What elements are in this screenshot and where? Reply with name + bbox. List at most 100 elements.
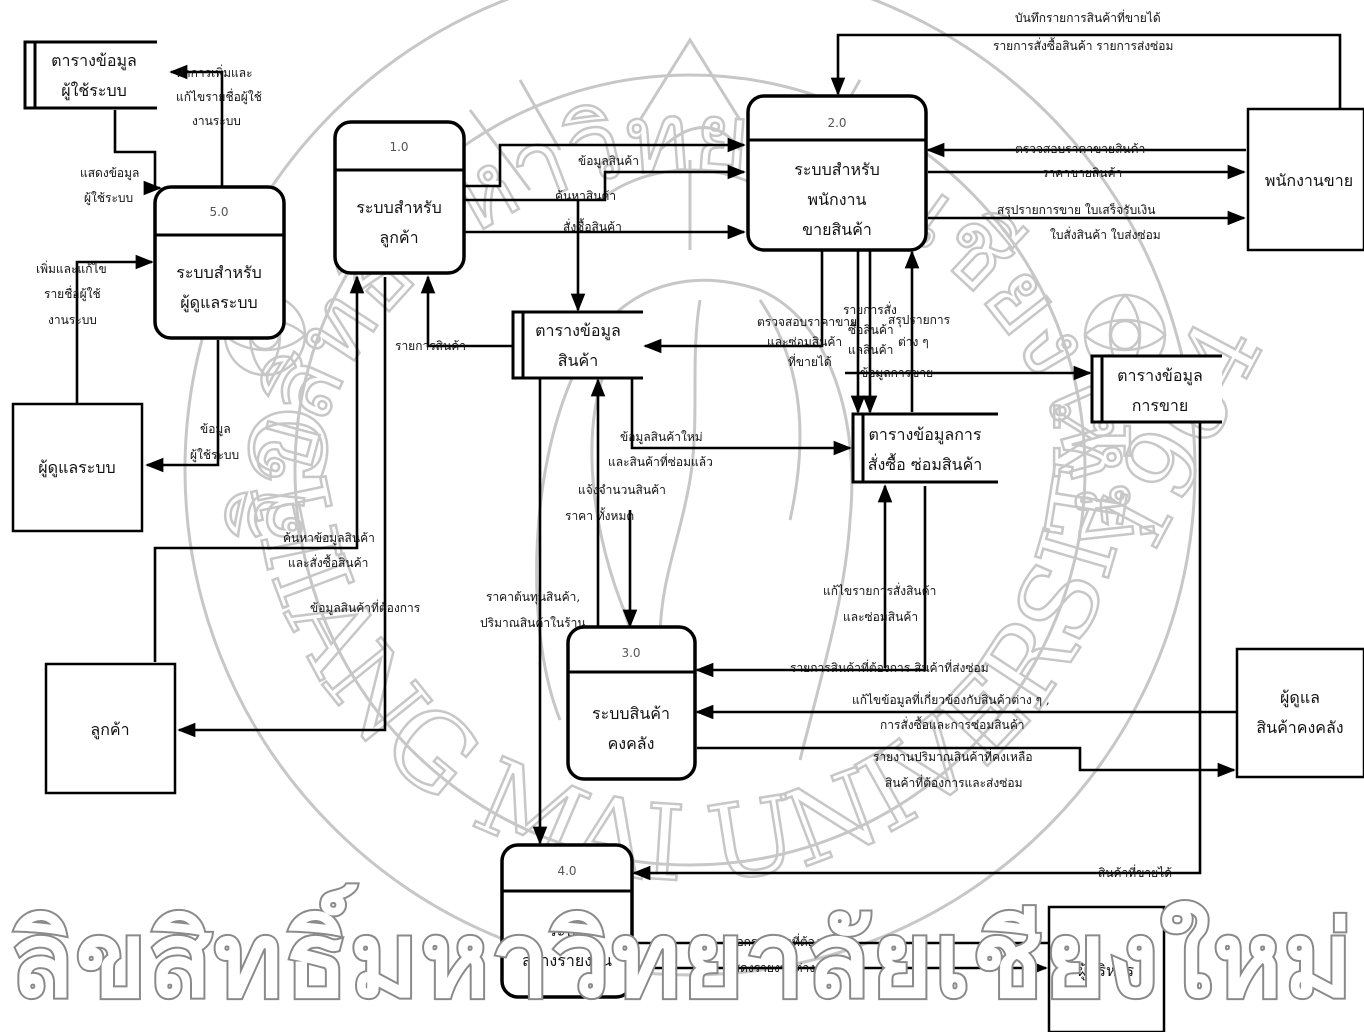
entity-stock-keeper-label-1: ผู้ดูแล bbox=[1280, 688, 1320, 708]
flow-label-select-report: เลือกรายงานที่ต้องการ bbox=[725, 933, 842, 949]
flow-label-admin-add-edit-3: งานระบบ bbox=[48, 313, 97, 327]
flow-label-user-data-out-1: ข้อมูล bbox=[200, 422, 231, 437]
entity-sales-staff-label: พนักงานขาย bbox=[1265, 171, 1353, 190]
entity-customer-label: ลูกค้า bbox=[90, 720, 129, 740]
flow-labels: ทำการเพิ่มและ แก้ไขรายชื่อผู้ใช้ งานระบบ… bbox=[36, 9, 1173, 975]
flow-label-check-price-repair-2: และซ่อมสินค้า bbox=[767, 335, 842, 349]
process-1-id: 1.0 bbox=[389, 140, 408, 154]
flow-label-edit-order-repair-1: แก้ไขรายการสั่งสินค้า bbox=[823, 582, 936, 598]
flow-customer-to-p1 bbox=[153, 275, 365, 662]
flow-label-admin-add-edit-2: รายชื่อผู้ใช้ bbox=[44, 285, 101, 302]
process-5-label-1: ระบบสำหรับ bbox=[176, 263, 262, 282]
flow-p1-search-product bbox=[464, 164, 746, 202]
process-3-label-2: คงคลัง bbox=[608, 734, 655, 753]
process-5-id: 5.0 bbox=[209, 205, 228, 219]
flow-label-report-remaining-2: สินค้าที่ต้องการและส่งซ่อม bbox=[885, 774, 1023, 790]
external-entities: ผู้ดูแลระบบ ลูกค้า พนักงานขาย ผู้ดูแล สิ… bbox=[11, 107, 1364, 1032]
flow-label-add-edit-users-2: แก้ไขรายชื่อผู้ใช้ bbox=[176, 88, 262, 105]
process-4-label-2: สร้างรายงาน bbox=[522, 951, 612, 970]
flow-label-add-edit-users-1: ทำการเพิ่มและ bbox=[176, 64, 253, 80]
flow-label-qty-price-all-2: ราคา ทั้งหมด bbox=[565, 507, 634, 523]
entity-customer: ลูกค้า bbox=[44, 662, 177, 795]
flow-label-sale-data: ข้อมูลการขาย bbox=[860, 366, 933, 381]
flow-label-summary-docs-1: สรุปรายการขาย ใบเสร็จรับเงิน bbox=[997, 202, 1155, 218]
processes: 1.0 ระบบสำหรับ ลูกค้า 2.0 ระบบสำหรับ พนั… bbox=[153, 94, 928, 999]
store-users-label-1: ตารางข้อมูล bbox=[51, 51, 137, 71]
flow-label-product-list: รายการสินค้า bbox=[395, 339, 466, 353]
flow-p5-to-admin-entity bbox=[145, 340, 220, 473]
flow-p1-to-customer bbox=[177, 277, 387, 738]
flow-label-record-sold-2: รายการสั่งซื้อสินค้า รายการส่งซ่อม bbox=[993, 37, 1173, 53]
entity-stock-keeper-label-2: สินค้าคงคลัง bbox=[1256, 718, 1343, 737]
flow-label-show-user-data-1: แสดงข้อมูล bbox=[80, 166, 139, 181]
flow-label-needed-sent-repair: รายการสินค้าที่ต้องการ สินค้าที่ส่งซ่อม bbox=[790, 659, 989, 675]
entity-admin: ผู้ดูแลระบบ bbox=[11, 402, 144, 533]
flow-label-cost-qty-2: ปริมาณสินค้าในร้าน bbox=[480, 616, 586, 630]
entity-executive: ผู้บริหาร bbox=[1047, 905, 1166, 1032]
flow-label-summary-various-1: สรุปรายการ bbox=[888, 313, 951, 328]
store-products: ตารางข้อมูล สินค้า bbox=[511, 310, 643, 380]
process-2-sales-staff-system: 2.0 ระบบสำหรับ พนักงาน ขายสินค้า bbox=[746, 94, 928, 252]
flow-label-order-items-2: ซื้อสินค้า bbox=[848, 321, 894, 337]
flow-label-record-sold-1: บันทึกรายการสินค้าที่ขายได้ bbox=[1015, 9, 1161, 25]
flow-p2-to-products-store bbox=[643, 250, 824, 354]
flow-label-show-user-data-2: ผู้ใช้ระบบ bbox=[84, 191, 133, 206]
flow-label-search-product: ค้นหาสินค้า bbox=[555, 189, 616, 203]
process-3-id: 3.0 bbox=[621, 646, 640, 660]
watermark-ring-inner bbox=[293, 73, 1087, 867]
store-orders-label-2: สั่งซื้อ ซ่อมสินค้า bbox=[868, 453, 983, 474]
flow-label-customer-search-order-1: ค้นหาข้อมูลสินค้า bbox=[283, 531, 375, 546]
store-users: ตารางข้อมูล ผู้ใช้ระบบ bbox=[23, 40, 157, 110]
flow-admin-to-users-store bbox=[169, 64, 224, 188]
store-sales: ตารางข้อมูล การขาย bbox=[1090, 354, 1222, 424]
flow-label-qty-price-all-1: แจ้งจำนวนสินค้า bbox=[578, 483, 666, 497]
flow-label-edit-related-1: แก้ไขข้อมูลที่เกี่ยวข้องกับสินค้าต่าง ๆ … bbox=[852, 691, 1050, 708]
process-4-report-system: 4.0 ระบบ สร้างรายงาน bbox=[500, 843, 634, 999]
flow-label-new-repaired-1: ข้อมูลสินค้าใหม่ bbox=[620, 430, 703, 445]
flow-products-store-to-orders bbox=[630, 378, 852, 456]
store-products-label-2: สินค้า bbox=[558, 351, 598, 370]
store-sales-label-2: การขาย bbox=[1132, 396, 1189, 415]
flow-p3-to-stock-keeper bbox=[697, 746, 1236, 778]
process-3-label-1: ระบบสินค้า bbox=[592, 704, 670, 723]
store-sales-label-1: ตารางข้อมูล bbox=[1117, 366, 1203, 386]
flow-label-check-price: ตรวจสอบราคาขายสินค้า bbox=[1015, 142, 1145, 156]
copyright-watermark-banner: ลิขสิทธิ์มหาวิทยาลัยเชียงใหม่ bbox=[8, 899, 1355, 1021]
store-users-label-2: ผู้ใช้ระบบ bbox=[61, 81, 127, 101]
flow-sales-to-p2-record bbox=[830, 33, 1342, 108]
process-1-label-2: ลูกค้า bbox=[379, 228, 418, 248]
flow-users-store-to-p5 bbox=[113, 110, 162, 196]
flow-label-order-product: สั่งซื้อสินค้า bbox=[563, 218, 622, 234]
entity-sales-staff: พนักงานขาย bbox=[1246, 107, 1364, 252]
flow-label-show-reports: แสดงรายงานต่าง ๆ bbox=[725, 961, 825, 975]
flow-label-summary-docs-2: ใบสั่งสินค้า ใบส่งซ่อม bbox=[1050, 226, 1161, 242]
watermark-ring-outer bbox=[183, 0, 1197, 977]
process-4-id: 4.0 bbox=[557, 864, 576, 878]
flow-label-customer-search-order-2: และสั่งซื้อสินค้า bbox=[288, 554, 368, 570]
flow-products-store-to-p1 bbox=[420, 275, 515, 348]
store-orders-label-1: ตารางข้อมูลการ bbox=[869, 425, 982, 445]
store-orders: ตารางข้อมูลการ สั่งซื้อ ซ่อมสินค้า bbox=[851, 412, 998, 484]
flow-label-new-repaired-2: และสินค้าที่ซ่อมแล้ว bbox=[608, 453, 713, 469]
process-1-label-1: ระบบสำหรับ bbox=[356, 198, 442, 217]
process-1-customer-system: 1.0 ระบบสำหรับ ลูกค้า bbox=[333, 120, 466, 275]
flow-label-check-price-repair-1: ตรวจสอบราคาขาย bbox=[757, 315, 857, 329]
entity-executive-label: ผู้บริหาร bbox=[1078, 961, 1135, 981]
entity-stock-keeper: ผู้ดูแล สินค้าคงคลัง bbox=[1235, 647, 1364, 779]
flow-admin-entity-to-p5 bbox=[75, 254, 154, 404]
flow-label-add-edit-users-3: งานระบบ bbox=[192, 114, 241, 128]
flow-label-sold-items: สินค้าที่ขายได้ bbox=[1098, 864, 1172, 880]
entity-admin-label: ผู้ดูแลระบบ bbox=[38, 458, 115, 478]
flow-label-product-needed: ข้อมูลสินค้าที่ต้องการ bbox=[310, 599, 421, 616]
flow-label-edit-order-repair-2: และซ่อมสินค้า bbox=[843, 610, 918, 624]
flow-label-edit-related-2: การสั่งซื้อและการซ่อมสินค้า bbox=[880, 716, 1025, 732]
data-stores: ตารางข้อมูล ผู้ใช้ระบบ ตารางข้อมูล สินค้… bbox=[23, 40, 1222, 484]
flow-label-product-data: ข้อมูลสินค้า bbox=[578, 154, 639, 169]
store-products-label-1: ตารางข้อมูล bbox=[535, 321, 621, 341]
flow-label-report-remaining-1: รายงานปริมาณสินค้าที่คงเหลือ bbox=[873, 748, 1033, 764]
flow-p2-to-p1-product-data bbox=[464, 137, 746, 188]
flow-label-cost-qty-1: ราคาต้นทุนสินค้า, bbox=[486, 590, 580, 605]
flow-label-order-items-3: แลสินค้า bbox=[848, 343, 893, 357]
flow-orders-store-to-p3 bbox=[695, 486, 927, 678]
